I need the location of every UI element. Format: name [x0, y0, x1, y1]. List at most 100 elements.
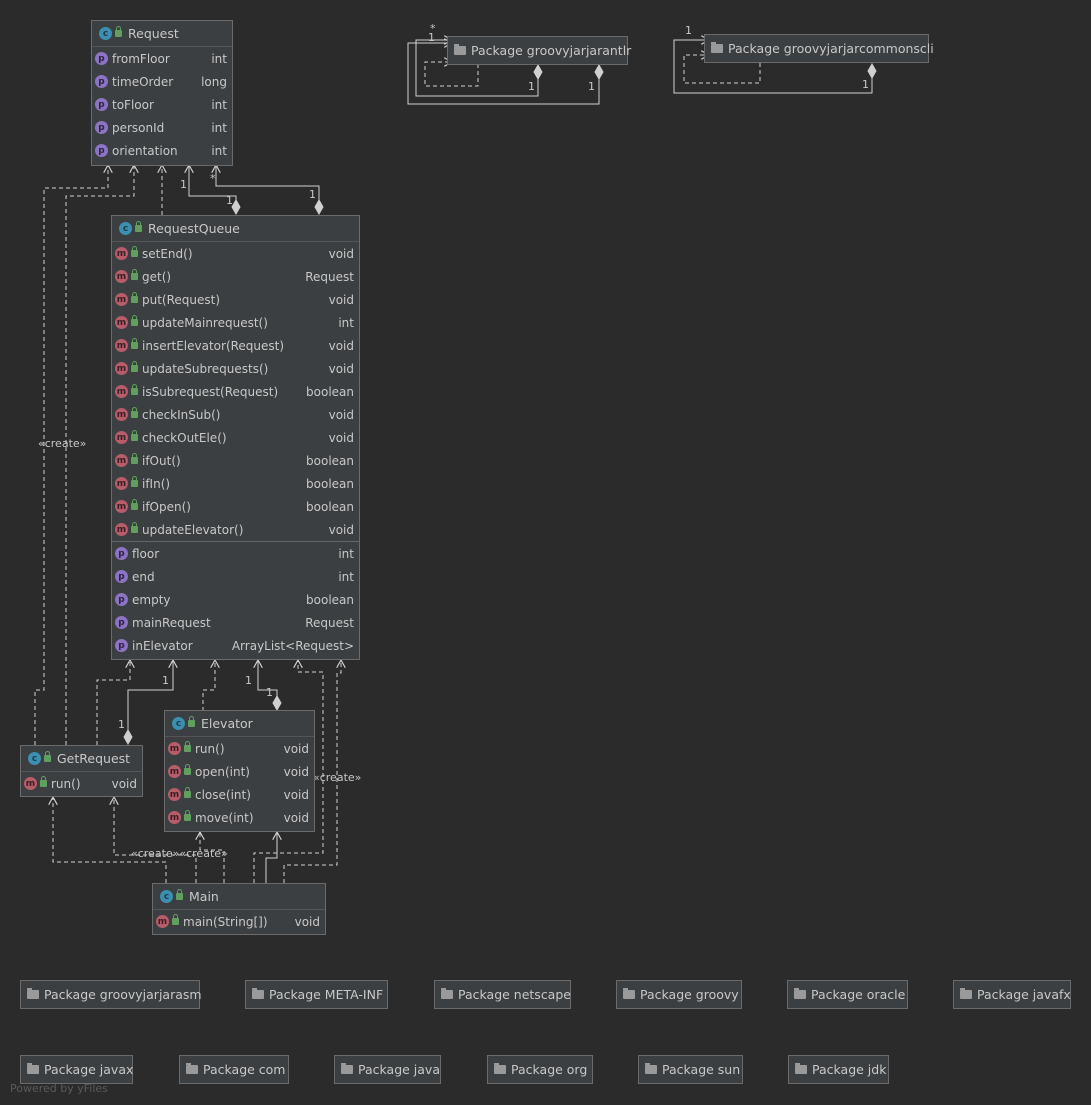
- method-name: ifOut(): [142, 453, 181, 468]
- property-icon: p: [115, 547, 128, 560]
- package-java[interactable]: Package java: [334, 1055, 441, 1084]
- class-name: RequestQueue: [148, 221, 240, 236]
- package-netscape[interactable]: Package netscape: [434, 980, 571, 1009]
- package-groovyjarjarcommonscli[interactable]: Package groovyjarjarcommonscli: [704, 34, 934, 63]
- method-icon: m: [115, 454, 128, 467]
- package-groovyjarjarantlr[interactable]: Package groovyjarjarantlr: [447, 36, 631, 65]
- class-header: c Elevator: [165, 711, 314, 737]
- property-icon: p: [95, 98, 108, 111]
- property-icon: p: [95, 75, 108, 88]
- package-javafx[interactable]: Package javafx: [953, 980, 1071, 1009]
- public-lock-icon: [184, 787, 191, 798]
- public-lock-icon: [131, 522, 138, 533]
- folder-icon: [711, 42, 723, 53]
- return-type: void: [283, 787, 309, 802]
- package-sun[interactable]: Package sun: [638, 1055, 743, 1084]
- package-com[interactable]: Package com: [179, 1055, 289, 1084]
- package-meta-inf[interactable]: Package META-INF: [245, 980, 388, 1009]
- public-lock-icon: [40, 776, 47, 787]
- property-icon: p: [95, 144, 108, 157]
- method-icon: m: [115, 316, 128, 329]
- class-header: c Request: [92, 21, 232, 47]
- class-name: Elevator: [201, 716, 253, 731]
- field-name: floor: [132, 546, 160, 561]
- method-name: updateElevator(): [142, 522, 244, 537]
- edge-main-elevator-2: [265, 832, 277, 883]
- public-lock-icon: [131, 361, 138, 372]
- public-lock-icon: [115, 26, 122, 37]
- method-icon: m: [115, 523, 128, 536]
- package-label: Package groovyjarjarcommonscli: [728, 41, 934, 56]
- property-icon: p: [115, 639, 128, 652]
- public-lock-icon: [131, 430, 138, 441]
- public-lock-icon: [184, 810, 191, 821]
- folder-icon: [252, 988, 264, 999]
- method-icon: m: [115, 477, 128, 490]
- edge-antlr-self-dashed: [424, 62, 479, 87]
- method-name: run(): [195, 741, 225, 756]
- edge-getrequest-requestqueue-dashed: [96, 660, 130, 745]
- package-jdk[interactable]: Package jdk: [788, 1055, 889, 1084]
- field-name: timeOrder: [112, 74, 174, 89]
- package-groovyjarjarasm[interactable]: Package groovyjarjarasm: [20, 980, 202, 1009]
- package-org[interactable]: Package org: [487, 1055, 593, 1084]
- multiplicity-label: 1: [862, 78, 869, 91]
- return-type: void: [294, 914, 320, 929]
- method-icon: m: [168, 765, 181, 778]
- field-name: empty: [132, 592, 171, 607]
- field-type: int: [338, 569, 354, 584]
- folder-icon: [454, 44, 466, 55]
- package-groovy[interactable]: Package groovy: [616, 980, 742, 1009]
- folder-icon: [441, 988, 453, 999]
- public-lock-icon: [184, 764, 191, 775]
- package-oracle[interactable]: Package oracle: [787, 980, 908, 1009]
- method-icon: m: [115, 362, 128, 375]
- field-type: boolean: [306, 592, 354, 607]
- return-type: void: [111, 776, 137, 791]
- class-icon: c: [160, 890, 173, 903]
- method-icon: m: [24, 777, 37, 790]
- method-name: updateMainrequest(): [142, 315, 268, 330]
- package-javax[interactable]: Package javax: [20, 1055, 133, 1084]
- edge-elevator-requestqueue-dashed: [202, 660, 215, 711]
- folder-icon: [623, 988, 635, 999]
- create-label: «create»«create»: [131, 847, 228, 860]
